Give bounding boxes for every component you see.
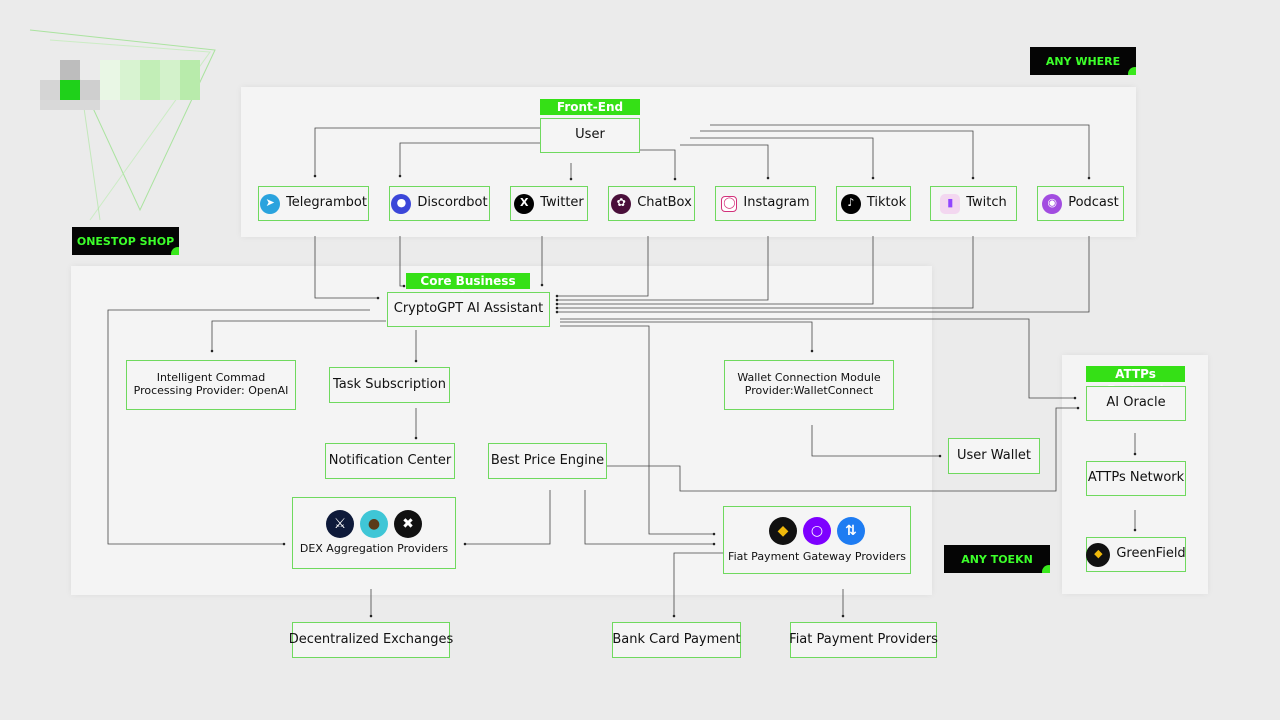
user-wallet-node: User Wallet (948, 438, 1040, 474)
task-subscription-node: Task Subscription (329, 367, 450, 403)
core-tag: Core Business Flow (406, 273, 530, 304)
badge-any-where: ANY WHERE (1030, 47, 1136, 75)
instagram-icon: ◯ (721, 195, 738, 212)
podcast-icon: ◉ (1042, 193, 1063, 214)
badge-dot (1128, 67, 1136, 75)
chatbox-node: ✿ ChatBox (608, 186, 695, 221)
assistant-node: CryptoGPT AI Assistant (387, 292, 550, 327)
greenfield-label: GreenField (1116, 546, 1186, 562)
greenfield-icon: ◆ (1086, 542, 1111, 567)
intelligent-command-node: Intelligent Commad Processing Provider: … (126, 360, 296, 410)
instagram-node: ◯ Instagram (715, 186, 816, 221)
twitch-node: ▮ Twitch (930, 186, 1017, 221)
bank-card-payment-node: Bank Card Payment (612, 622, 741, 658)
tiktok-icon: ♪ (840, 193, 861, 214)
twitch-label: Twitch (966, 195, 1007, 211)
intelligent-command-line2: Processing Provider: OpenAI (133, 384, 289, 397)
badge-onestop-shop-label: ONESTOP SHOP (76, 234, 175, 248)
podcast-label: Podcast (1068, 195, 1119, 211)
badge-any-token: ANY TOEKN (944, 545, 1050, 573)
0x-icon: ✖ (394, 510, 422, 539)
brand-logo (20, 20, 220, 230)
tiktok-label: Tiktok (866, 195, 907, 211)
pancakeswap-icon: ● (360, 510, 388, 539)
openai-icon: ✿ (611, 193, 632, 214)
notification-center-node: Notification Center (325, 443, 455, 479)
dex-label: DEX Aggregation Providers (299, 542, 449, 556)
discordbot-node: ● Discordbot (389, 186, 490, 221)
discord-icon: ● (391, 193, 412, 214)
instagram-label: Instagram (743, 195, 810, 211)
wallet-connection-line1: Wallet Connection Module (737, 371, 881, 385)
badge-any-token-label: ANY TOEKN (961, 552, 1033, 566)
best-price-engine-node: Best Price Engine (488, 443, 607, 479)
decentralized-exchanges-node: Decentralized Exchanges (289, 622, 453, 658)
twitter-node: X Twitter (510, 186, 588, 221)
x-icon: X (514, 193, 535, 214)
discordbot-label: Discordbot (417, 195, 488, 211)
fiat-payment-providers-node: Fiat Payment Providers (789, 622, 938, 658)
dex-logos: ⚔ ● ✖ (326, 510, 422, 539)
binance-icon: ◆ (769, 516, 797, 545)
chatbox-label: ChatBox (637, 195, 692, 211)
ai-oracle-node: AI Oracle (1086, 386, 1186, 421)
user-node: User (540, 118, 640, 153)
moonpay-icon: ○ (803, 516, 831, 545)
telegrambot-label: Telegrambot (286, 195, 367, 211)
badge-dot (171, 247, 179, 255)
telegrambot-node: ➤ Telegrambot (258, 186, 369, 221)
twitter-label: Twitter (540, 195, 584, 211)
twitch-icon: ▮ (940, 193, 961, 214)
intelligent-command-line1: Intelligent Commad (156, 371, 266, 385)
dex-aggregation-node: ⚔ ● ✖ DEX Aggregation Providers (292, 497, 456, 569)
podcast-node: ◉ Podcast (1037, 186, 1124, 221)
1inch-icon: ⚔ (326, 510, 354, 539)
wallet-connection-node: Wallet Connection Module Provider:Wallet… (724, 360, 894, 410)
fiat-gateway-label: Fiat Payment Gateway Providers (728, 549, 906, 563)
greenfield-node: ◆ GreenField (1086, 537, 1186, 572)
fiat-logos: ◆ ○ ⇅ (769, 516, 865, 545)
transak-icon: ⇅ (837, 516, 865, 545)
attps-tag: ATTPs Protocol (1086, 366, 1185, 397)
fiat-gateway-node: ◆ ○ ⇅ Fiat Payment Gateway Providers (723, 506, 911, 574)
attps-network-node: ATTPs Network (1086, 461, 1186, 496)
badge-dot (1042, 565, 1050, 573)
telegram-icon: ➤ (260, 193, 281, 214)
badge-onestop-shop: ONESTOP SHOP (72, 227, 179, 255)
tiktok-node: ♪ Tiktok (836, 186, 911, 221)
badge-any-where-label: ANY WHERE (1045, 54, 1121, 68)
wallet-connection-line2: Provider:WalletConnect (744, 384, 874, 397)
frontend-tag: Front-End (540, 99, 640, 115)
